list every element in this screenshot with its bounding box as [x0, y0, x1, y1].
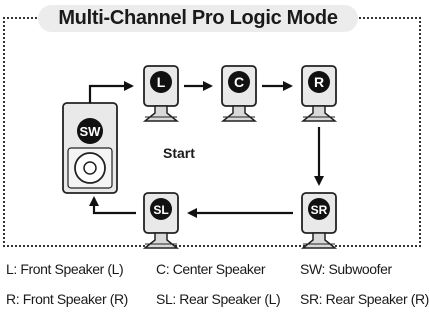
arrow-sl-to-sw: [89, 196, 136, 215]
front-right-speaker: R: [301, 65, 337, 122]
subwoofer-speaker: SW: [62, 102, 118, 194]
title-text: Multi-Channel Pro Logic Mode: [58, 7, 338, 29]
front-left-speaker: L: [143, 65, 179, 122]
surround-right-speaker: SR: [301, 192, 337, 249]
front-left-label: L: [157, 74, 166, 90]
surround-left-speaker: SL: [143, 192, 179, 249]
start-label: Start: [163, 145, 195, 161]
center-label: C: [234, 74, 244, 90]
center-speaker: C: [221, 65, 257, 122]
arrow-sw-to-l: [88, 81, 134, 103]
front-right-label: R: [314, 74, 324, 90]
legend-front-right: R: Front Speaker (R): [6, 291, 128, 307]
speaker-diagram: SW L C R SR SL: [62, 65, 337, 249]
subwoofer-label: SW: [80, 124, 102, 139]
legend-front-left: L: Front Speaker (L): [6, 261, 124, 277]
legend-surround-right: SR: Rear Speaker (R): [300, 291, 429, 307]
surround-left-label: SL: [153, 203, 168, 217]
legend-center: C: Center Speaker: [156, 261, 266, 277]
surround-right-label: SR: [311, 203, 328, 217]
legend-surround-left: SL: Rear Speaker (L): [156, 291, 281, 307]
legend-subwoofer: SW: Subwoofer: [300, 261, 392, 277]
title-banner: Multi-Channel Pro Logic Mode: [38, 5, 358, 32]
